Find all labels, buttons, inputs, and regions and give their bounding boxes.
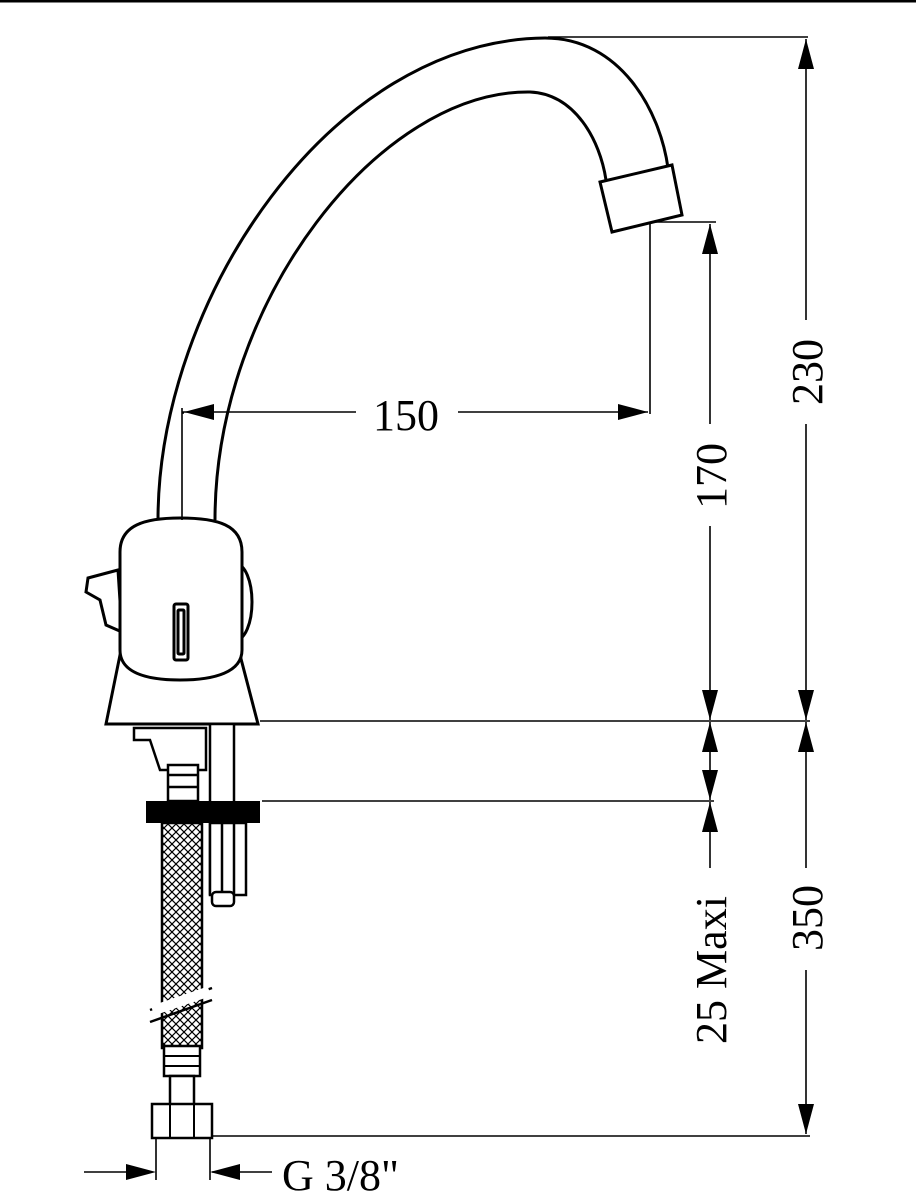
- spout: [156, 36, 670, 521]
- dim-label-thread: G 3/8": [282, 1151, 399, 1200]
- dim-label-150: 150: [373, 391, 439, 440]
- flex-hose: [149, 821, 214, 1140]
- spout-aerator: [598, 163, 684, 234]
- dimension-lines: [84, 36, 810, 1180]
- dim-label-170: 170: [687, 443, 736, 509]
- dim-label-230: 230: [783, 339, 832, 405]
- dim-label-25-maxi: 25 Maxi: [687, 896, 736, 1044]
- deck-washer: [146, 801, 260, 823]
- dimension-arrowheads: [126, 39, 814, 1180]
- lock-nut: [208, 821, 248, 908]
- dim-label-350: 350: [783, 885, 832, 951]
- faucet-body: [84, 516, 260, 726]
